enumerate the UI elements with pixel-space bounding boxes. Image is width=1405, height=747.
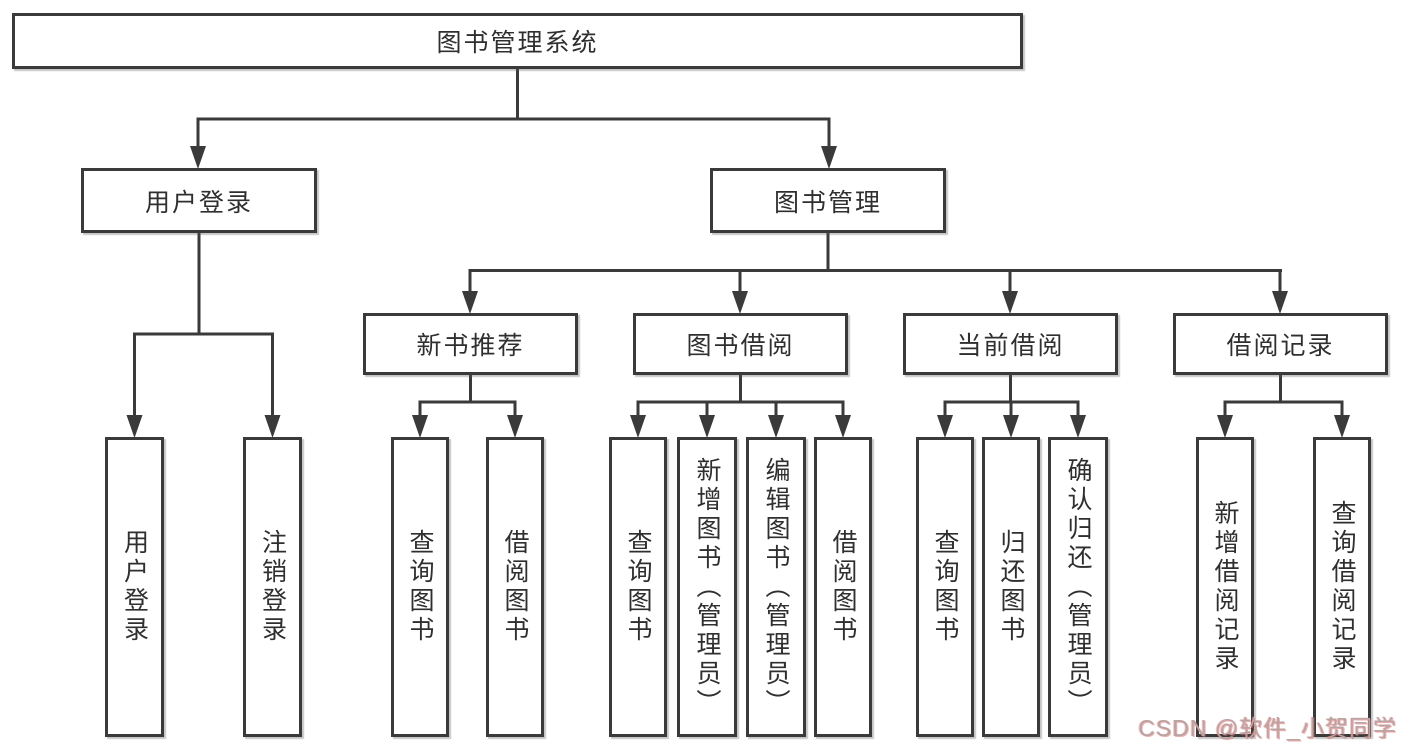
- node-new-book-recommend: 新书推荐: [363, 313, 578, 375]
- connector-user-login-to-leaves: [133, 233, 274, 418]
- leaf-add-books-admin: 新增图书（管理员）: [677, 437, 737, 737]
- node-borrowing-records: 借阅记录: [1173, 313, 1388, 375]
- connector-book-mgmt-to-level2: [468, 233, 1282, 294]
- connector-root-to-level1: [196, 69, 831, 149]
- node-current-borrowing: 当前借阅: [903, 313, 1118, 375]
- connector-borrow-rec-to-leaves: [1223, 375, 1344, 418]
- leaf-add-borrow-record: 新增借阅记录: [1196, 437, 1254, 737]
- leaf-query-books-recommend: 查询图书: [391, 437, 449, 737]
- leaf-query-borrow-record: 查询借阅记录: [1313, 437, 1371, 737]
- leaf-borrow-books-borrowing: 借阅图书: [814, 437, 872, 737]
- leaf-confirm-return-admin: 确认归还（管理员）: [1048, 437, 1108, 737]
- connector-book-borrow-to-leaves: [636, 375, 845, 418]
- node-book-management: 图书管理: [710, 168, 946, 233]
- node-library-management-system: 图书管理系统: [12, 13, 1023, 69]
- csdn-watermark: CSDN @软件_小贺同学: [1138, 715, 1397, 741]
- connector-cur-borrow-to-leaves: [943, 375, 1080, 418]
- node-user-login: 用户登录: [81, 168, 317, 233]
- leaf-edit-books-admin: 编辑图书（管理员）: [746, 437, 806, 737]
- connector-new-book-to-leaves: [418, 375, 517, 418]
- leaf-logout-login: 注销登录: [243, 437, 302, 737]
- leaf-borrow-books-recommend: 借阅图书: [486, 437, 544, 737]
- leaf-query-books-current: 查询图书: [916, 437, 974, 737]
- leaf-query-books-borrowing: 查询图书: [609, 437, 667, 737]
- node-book-borrowing: 图书借阅: [633, 313, 848, 375]
- leaf-user-login: 用户登录: [105, 437, 164, 737]
- leaf-return-books: 归还图书: [982, 437, 1040, 737]
